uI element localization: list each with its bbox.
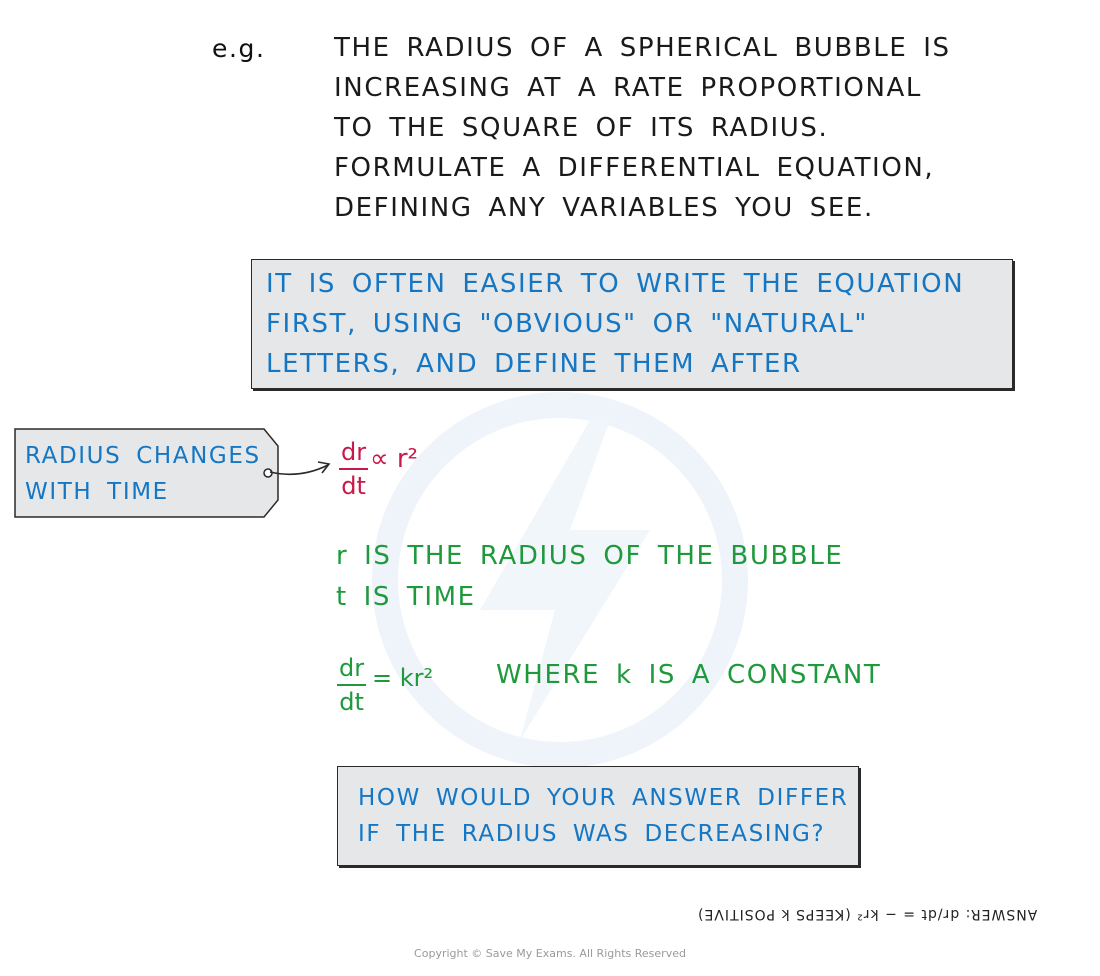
fraction-denominator: dt	[341, 472, 366, 500]
tag-line: WITH TIME	[25, 479, 169, 505]
tip-line: LETTERS, AND DEFINE THEM AFTER	[266, 349, 802, 379]
question-line: TO THE SQUARE OF ITS RADIUS.	[334, 113, 829, 143]
equation-fraction: dr dt	[337, 654, 367, 716]
fraction-numerator: dr	[339, 654, 365, 682]
tag-line: RADIUS CHANGES	[25, 443, 261, 469]
variable-definitions: r IS THE RADIUS OF THE BUBBLE t IS TIME	[336, 536, 843, 618]
fraction-bar	[337, 684, 367, 686]
copyright-notice: Copyright © Save My Exams. All Rights Re…	[414, 947, 686, 960]
tip-text: IT IS OFTEN EASIER TO WRITE THE EQUATION…	[266, 264, 964, 384]
question-box-line: IF THE RADIUS WAS DECREASING?	[358, 821, 826, 847]
proportional-expression: ∝ r²	[370, 444, 418, 474]
question-line: FORMULATE A DIFFERENTIAL EQUATION,	[334, 153, 935, 183]
tip-line: FIRST, USING "OBVIOUS" OR "NATURAL"	[266, 309, 868, 339]
fraction-numerator: dr	[341, 438, 367, 466]
question-line: INCREASING AT A RATE PROPORTIONAL	[334, 73, 922, 103]
question-text: THE RADIUS OF A SPHERICAL BUBBLE IS INCR…	[334, 28, 951, 228]
tag-text: RADIUS CHANGES WITH TIME	[25, 438, 261, 510]
definition-line: r IS THE RADIUS OF THE BUBBLE	[336, 541, 844, 571]
question-box-text: HOW WOULD YOUR ANSWER DIFFER IF THE RADI…	[358, 780, 848, 852]
question-box-line: HOW WOULD YOUR ANSWER DIFFER	[358, 785, 849, 811]
arrow-icon	[269, 461, 331, 475]
example-label: e.g.	[212, 34, 266, 63]
equation-where-note: WHERE k IS A CONSTANT	[496, 660, 882, 690]
tip-box	[251, 259, 1013, 389]
definition-line: t IS TIME	[336, 582, 476, 612]
tag-label-shape	[14, 428, 279, 518]
proportional-fraction: dr dt	[339, 438, 369, 500]
upside-down-answer: ANSWER: dr/dt = − kr² (KEEPS k POSITIVE)	[697, 906, 1038, 922]
tip-line: IT IS OFTEN EASIER TO WRITE THE EQUATION	[266, 269, 965, 299]
fraction-bar	[339, 468, 369, 470]
question-box	[337, 766, 859, 866]
question-line: THE RADIUS OF A SPHERICAL BUBBLE IS	[334, 33, 951, 63]
question-line: DEFINING ANY VARIABLES YOU SEE.	[334, 193, 874, 223]
fraction-denominator: dt	[339, 688, 364, 716]
equation-expression: = kr²	[372, 664, 434, 692]
